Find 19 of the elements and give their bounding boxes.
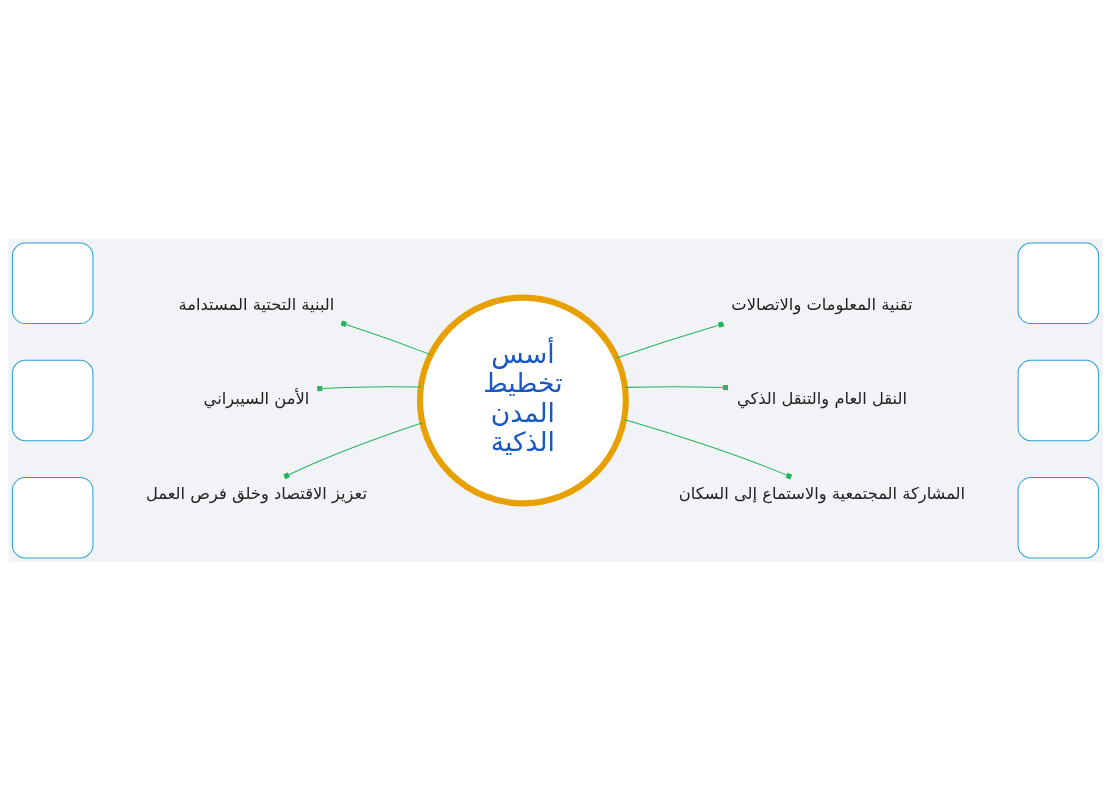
connector bbox=[283, 421, 423, 479]
connector bbox=[624, 384, 729, 390]
node-text: الأمن السيبراني bbox=[203, 388, 310, 408]
node-text: المشاركة المجتمعية والاستماع إلى السكان bbox=[678, 483, 966, 503]
node-text: تقنية المعلومات والاتصالات bbox=[731, 294, 913, 314]
node-box bbox=[11, 476, 94, 558]
node-circle: أسس تخطيط المدن الذكية bbox=[416, 294, 629, 506]
node-box bbox=[11, 242, 94, 324]
node-text: البنية التحتية المستدامة bbox=[178, 294, 335, 314]
node-box bbox=[1017, 476, 1100, 558]
connector bbox=[616, 320, 725, 359]
node-box bbox=[11, 359, 94, 441]
node-text: النقل العام والتنقل الذكي bbox=[736, 388, 908, 408]
node-box bbox=[1017, 242, 1100, 324]
connector bbox=[340, 320, 432, 355]
connector bbox=[623, 418, 793, 479]
node-box bbox=[1017, 359, 1100, 441]
node-text: تعزيز الاقتصاد وخلق فرص العمل bbox=[145, 483, 367, 503]
connector bbox=[317, 385, 422, 391]
